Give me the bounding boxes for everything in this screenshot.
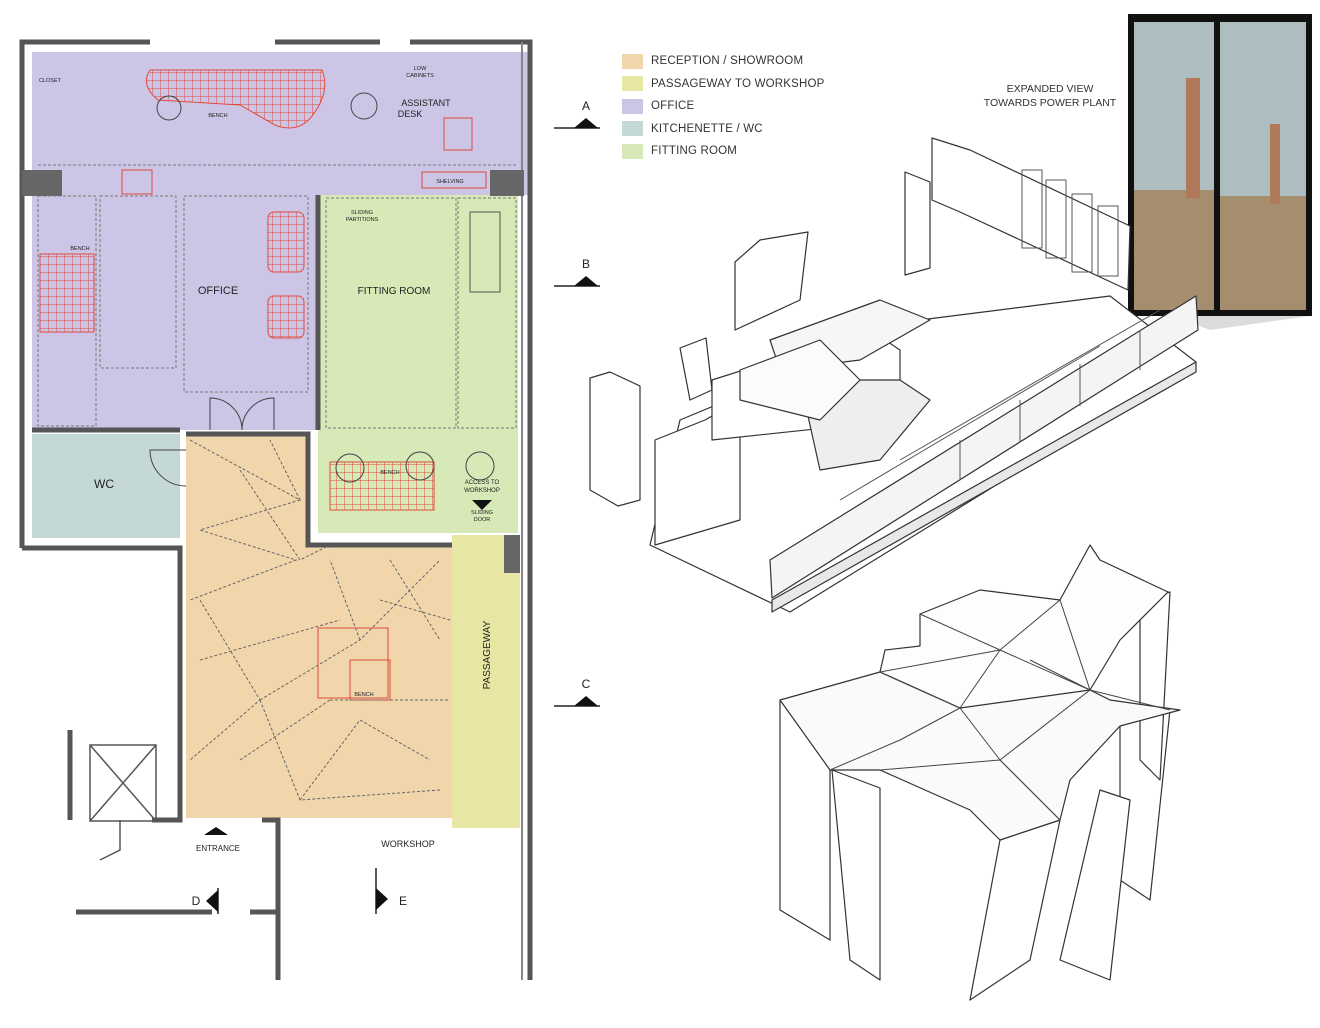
legend-swatch: [622, 98, 643, 114]
access-label: ACCESS TO: [465, 480, 500, 486]
legend-swatch: [622, 121, 643, 137]
window-mullions: [839, 169, 1161, 501]
canopy-leg: [831, 769, 881, 981]
section-d: D: [192, 894, 201, 908]
legend-label: FITTING ROOM: [651, 145, 738, 158]
front-wall-base: [771, 361, 1197, 613]
access-label: WORKSHOP: [464, 488, 500, 494]
bench-label: BENCH: [208, 113, 227, 119]
canopy-top-back: [879, 544, 1169, 709]
reception-facets: [189, 439, 451, 801]
legend-label: PASSAGEWAY TO WORKSHOP: [651, 77, 825, 90]
expanded-view-caption: EXPANDED VIEW TOWARDS POWER PLANT: [950, 82, 1150, 110]
access-arrow: [472, 500, 492, 510]
plan-labels: OFFICE FITTING ROOM WC PASSAGEWAY WORKSH…: [39, 66, 591, 908]
chimney-icon: [1270, 124, 1280, 204]
expanded-view-line: EXPANDED VIEW: [1006, 83, 1094, 95]
sliding-partitions-label: SLIDING: [351, 210, 373, 216]
legend-item: KITCHENETTE / WC: [622, 118, 882, 141]
sliding-partitions-label: PARTITIONS: [346, 217, 379, 223]
bench-label: BENCH: [380, 470, 399, 476]
canopy-leg: [969, 819, 1061, 1001]
section-a: A: [582, 99, 590, 113]
section-e: E: [399, 894, 407, 908]
column: [490, 170, 524, 196]
room-workshop: WORKSHOP: [381, 839, 435, 849]
column: [679, 337, 713, 401]
shelving-label: SHELVING: [436, 179, 463, 185]
bench-label: BENCH: [70, 246, 89, 252]
bench-label: BENCH: [354, 692, 373, 698]
low-cabinets-label: LOW: [414, 66, 427, 72]
wc-zone: [32, 434, 180, 538]
low-cabinets-label: CABINETS: [406, 73, 434, 79]
front-wall: [769, 295, 1199, 599]
legend: RECEPTION / SHOWROOM PASSAGEWAY TO WORKS…: [622, 50, 882, 163]
sliding-door-label: SLIDING: [471, 510, 493, 516]
office-furniture: [39, 69, 501, 701]
assistant-desk-label: DESK: [398, 109, 423, 119]
section-c: C: [582, 677, 591, 691]
room-wc: WC: [94, 477, 114, 491]
closet-label: CLOSET: [39, 78, 62, 84]
room-office: OFFICE: [198, 285, 238, 297]
entrance-arrow: [204, 827, 228, 835]
passageway-zone: [452, 535, 520, 828]
canopy-structure: [779, 544, 1181, 1001]
assistant-desk-label: ASSISTANT: [401, 98, 451, 108]
section-markers: [204, 118, 600, 914]
legend-item: RECEPTION / SHOWROOM: [622, 50, 882, 73]
section-b: B: [582, 257, 590, 271]
floor: [649, 295, 1197, 613]
office-door: [149, 397, 275, 487]
column: [589, 371, 641, 507]
elevator: [89, 744, 157, 861]
legend-label: OFFICE: [651, 100, 695, 113]
legend-item: FITTING ROOM: [622, 140, 882, 163]
column: [22, 170, 62, 196]
walls: [19, 39, 533, 980]
reception-zone: [186, 434, 452, 818]
canopy-facets: [829, 599, 1171, 821]
legend-item: OFFICE: [622, 95, 882, 118]
expanded-view-line: TOWARDS POWER PLANT: [983, 97, 1117, 109]
column: [504, 535, 520, 573]
legend-item: PASSAGEWAY TO WORKSHOP: [622, 73, 882, 96]
partition: [904, 171, 931, 276]
expanded-view: [1128, 14, 1312, 330]
axonometric-room: [589, 137, 1199, 613]
office-layout-lines: [37, 164, 518, 429]
room-fitting: FITTING ROOM: [358, 286, 431, 297]
left-wall: [734, 231, 809, 331]
chimney-icon: [1186, 78, 1200, 198]
legend-swatch: [622, 76, 643, 92]
canopy-leg: [1059, 789, 1131, 981]
sliding-door-label: DOOR: [474, 517, 491, 523]
legend-label: KITCHENETTE / WC: [651, 122, 763, 135]
room-passageway: PASSAGEWAY: [482, 620, 493, 689]
legend-label: RECEPTION / SHOWROOM: [651, 55, 804, 68]
back-wall: [931, 137, 1131, 291]
legend-swatch: [622, 53, 643, 69]
floor-plan: OFFICE FITTING ROOM WC PASSAGEWAY WORKSH…: [19, 39, 600, 980]
room-entrance: ENTRANCE: [196, 844, 240, 853]
canopy-mid: [739, 339, 861, 421]
legend-swatch: [622, 143, 643, 159]
